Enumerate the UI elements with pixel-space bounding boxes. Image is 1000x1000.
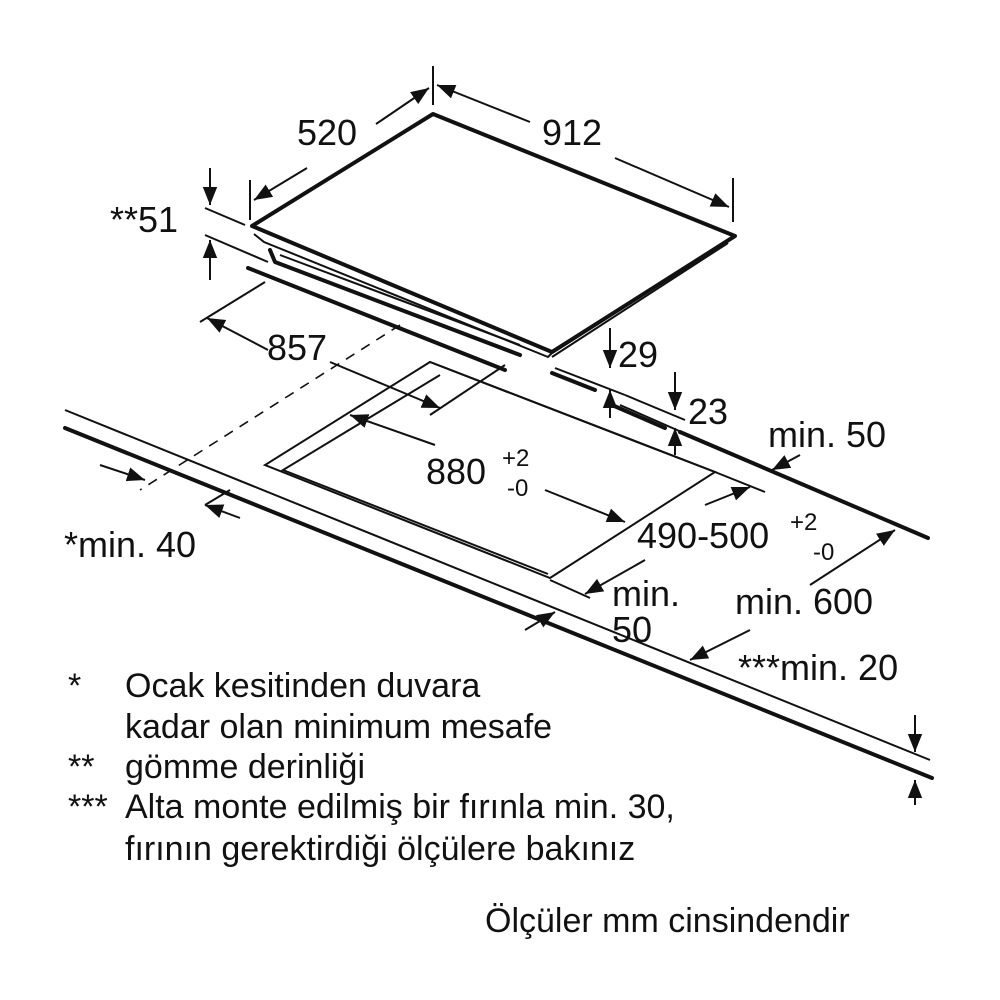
footnotes: * Ocak kesitinden duvara kadar olan mini…	[68, 667, 850, 940]
note-mark: **	[68, 748, 94, 786]
dim-cutout-width-tol-plus: +2	[790, 509, 817, 536]
hob	[246, 112, 737, 430]
dim-29: 29	[618, 334, 658, 375]
dim-cutout-length-tol-plus: +2	[502, 445, 529, 472]
dim-cutout-width-tol-minus: -0	[813, 539, 834, 566]
note-line: Alta monte edilmiş bir fırınla min. 30,	[125, 788, 675, 826]
note-mark: ***	[68, 788, 108, 826]
note-line: kadar olan minimum mesafe	[125, 708, 552, 746]
worktop	[63, 324, 934, 780]
unit-note: Ölçüler mm cinsindendir	[485, 902, 850, 940]
dimension-lines	[99, 66, 923, 805]
dim-depth: **51	[110, 199, 178, 240]
dim-cutout-width: 490-500	[637, 515, 769, 556]
dim-cutout-length: 880	[426, 451, 486, 492]
dim-body-length: 857	[267, 327, 327, 368]
dim-front-min-b: 50	[612, 609, 652, 650]
cutout-outline	[262, 360, 718, 580]
dim-thickness-min: ***min. 20	[738, 647, 898, 688]
dim-front-min-a: min.	[612, 573, 680, 614]
dim-wall-min: *min. 40	[64, 524, 196, 565]
note-mark: *	[68, 667, 81, 705]
note-line: gömme derinliği	[125, 748, 365, 786]
dim-cutout-length-tol-minus: -0	[507, 475, 528, 502]
dim-worktop-min: min. 600	[735, 581, 873, 622]
dim-width: 520	[297, 112, 357, 153]
dim-23: 23	[688, 391, 728, 432]
note-line: fırının gerektirdiği ölçülere bakınız	[125, 830, 635, 868]
dim-back-min: min. 50	[768, 414, 886, 455]
note-line: Ocak kesitinden duvara	[125, 667, 480, 705]
dim-length: 912	[542, 112, 602, 153]
